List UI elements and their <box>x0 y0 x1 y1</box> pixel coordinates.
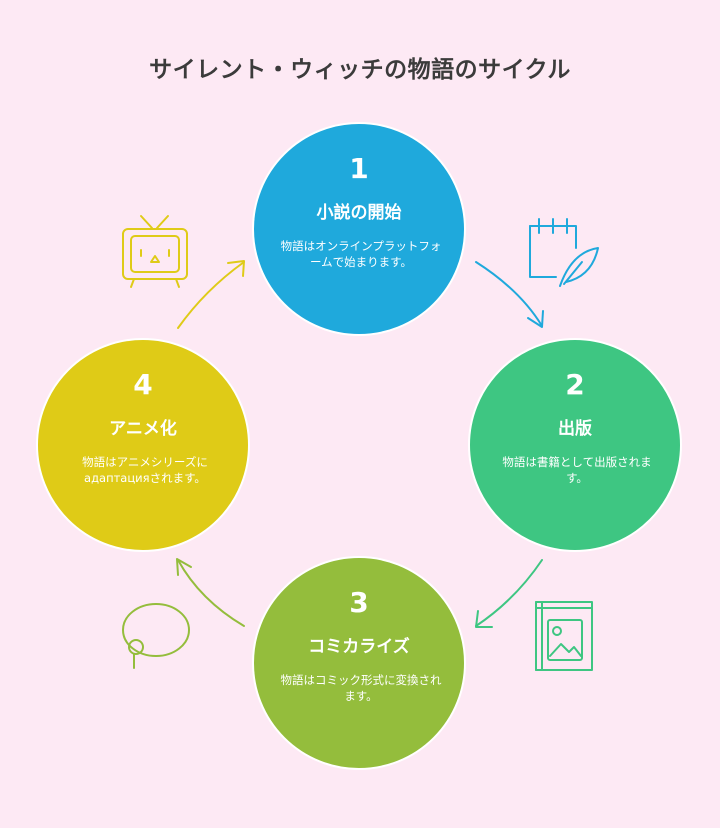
step-2-circle: 2 出版 物語は書籍として出版されます。 <box>468 338 682 552</box>
step-1-description: 物語はオンラインプラットフォームで始まります。 <box>280 239 442 269</box>
arrow-4-to-1 <box>177 260 245 329</box>
arrow-2-to-3 <box>475 559 543 628</box>
step-2-heading: 出版 <box>558 419 592 439</box>
step-1-heading: 小説の開始 <box>316 203 402 223</box>
step-3-number: 3 <box>349 586 369 619</box>
step-4-circle: 4 アニメ化 物語はアニメシリーズにадаптацияされます。 <box>36 338 250 552</box>
step-1-number: 1 <box>349 152 369 185</box>
step-3-heading: コミカライズ <box>308 637 410 657</box>
step-2-description: 物語は書籍として出版されます。 <box>502 455 652 485</box>
step-3-description: 物語はコミック形式に変換されます。 <box>280 673 442 703</box>
calendar-quill-icon <box>529 218 599 287</box>
retro-tv-icon <box>122 215 188 288</box>
diagram-title: サイレント・ウィッチの物語のサイクル <box>149 57 571 83</box>
step-1-circle: 1 小説の開始 物語はオンラインプラットフォームで始まります。 <box>252 122 466 336</box>
step-2-number: 2 <box>565 368 585 401</box>
step-4-description: 物語はアニメシリーズにадаптацияされます。 <box>82 455 208 485</box>
step-3-circle: 3 コミカライズ 物語はコミック形式に変換されます。 <box>252 556 466 770</box>
arrow-3-to-4 <box>176 558 245 627</box>
speech-bubble-icon <box>122 603 190 669</box>
arrow-1-to-2 <box>475 261 544 328</box>
step-4-heading: アニメ化 <box>109 419 177 439</box>
picture-book-icon <box>535 601 593 671</box>
step-4-number: 4 <box>133 368 153 401</box>
